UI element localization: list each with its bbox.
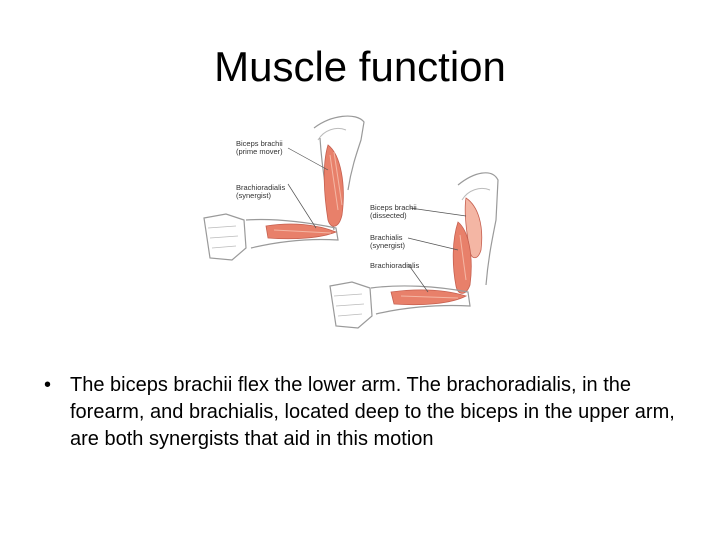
label-biceps-right-role: (dissected)	[370, 211, 407, 220]
label-biceps-left-role: (prime mover)	[236, 147, 283, 156]
label-brachio-left-role: (synergist)	[236, 191, 272, 200]
brachialis-right	[452, 221, 472, 294]
label-brachio-right: Brachioradialis	[370, 261, 420, 270]
slide-title: Muscle function	[214, 43, 506, 90]
label-biceps-left: Biceps brachii	[236, 139, 283, 148]
right-hand	[329, 281, 373, 329]
biceps-left	[323, 144, 344, 227]
bullet-text: The biceps brachii flex the lower arm. T…	[70, 374, 675, 450]
label-brachialis-right: Brachialis	[370, 233, 403, 242]
arm-muscle-illustration: Biceps brachii (prime mover) Brachioradi…	[196, 110, 506, 355]
biceps-dissected-right	[464, 197, 483, 259]
left-hand	[203, 213, 247, 261]
bullet-list: • The biceps brachii flex the lower arm.…	[44, 372, 684, 453]
bullet-item: • The biceps brachii flex the lower arm.…	[44, 372, 684, 453]
left-arm-drawing	[203, 115, 365, 261]
bullet-dot-icon: •	[44, 374, 52, 396]
label-brachialis-right-role: (synergist)	[370, 241, 406, 250]
label-biceps-right: Biceps brachii	[370, 203, 417, 212]
right-arm-drawing	[329, 172, 499, 329]
label-brachio-left: Brachioradialis	[236, 183, 286, 192]
arm-illustration-svg	[203, 115, 499, 329]
